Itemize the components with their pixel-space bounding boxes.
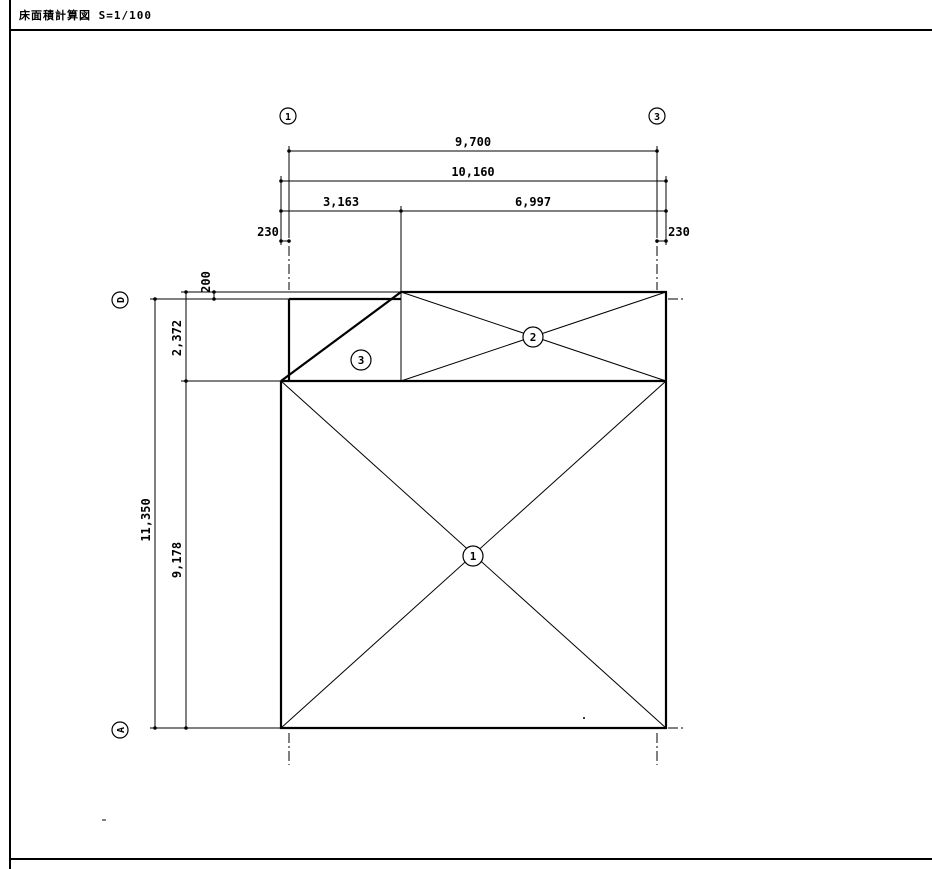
dim-left-offset: 230 xyxy=(257,225,279,239)
dim-lower-depth: 9,178 xyxy=(170,542,184,578)
tick-dot xyxy=(664,179,668,183)
tick-dot xyxy=(184,726,188,730)
title-bar: 床面積計算図 S=1/100 xyxy=(11,0,932,31)
tick-dot xyxy=(664,209,668,213)
grid-label-d: D xyxy=(116,297,127,303)
stray-mark xyxy=(583,717,585,719)
area-label-3: 3 xyxy=(358,354,365,367)
tick-dot xyxy=(153,297,157,301)
tick-dot xyxy=(279,179,283,183)
grid-label-a: A xyxy=(116,727,127,733)
tick-dot xyxy=(399,209,403,213)
tick-dot xyxy=(664,239,668,243)
drawing-sheet: 床面積計算図 S=1/100 xyxy=(9,0,932,869)
tick-dot xyxy=(655,149,659,153)
tick-dot xyxy=(212,297,216,301)
dim-right-span: 6,997 xyxy=(515,195,551,209)
tick-dot xyxy=(655,239,659,243)
area-label-2: 2 xyxy=(530,331,537,344)
tick-dot xyxy=(287,149,291,153)
tick-dot xyxy=(184,379,188,383)
grid-label-3: 3 xyxy=(654,112,660,123)
drawing-title: 床面積計算図 S=1/100 xyxy=(19,9,152,22)
grid-label-1: 1 xyxy=(285,112,291,123)
dim-total-depth: 11,350 xyxy=(139,498,153,541)
grid-bubble-a xyxy=(111,721,129,739)
outline-upper xyxy=(279,290,668,730)
footer-rule xyxy=(11,858,932,860)
tick-dot xyxy=(279,239,283,243)
tick-dot xyxy=(184,290,188,294)
grid-bubble-3 xyxy=(648,107,666,125)
area-label-1: 1 xyxy=(470,550,477,563)
area-marker-1 xyxy=(462,545,484,567)
dim-overall-width: 9,700 xyxy=(455,135,491,149)
tick-dot xyxy=(212,290,216,294)
grid-bubble-1 xyxy=(279,107,297,125)
area-marker-3 xyxy=(350,349,372,371)
dim-right-offset: 230 xyxy=(668,225,690,239)
dim-top-offset: 200 xyxy=(199,271,213,293)
dim-outer-width: 10,160 xyxy=(451,165,494,179)
dim-left-span: 3,163 xyxy=(323,195,359,209)
tick-dot xyxy=(153,726,157,730)
grid-bubble-d xyxy=(111,291,129,309)
tick-dot xyxy=(279,209,283,213)
tick-dot xyxy=(287,239,291,243)
dim-upper-depth: 2,372 xyxy=(170,320,184,356)
area-marker-2 xyxy=(522,326,544,348)
